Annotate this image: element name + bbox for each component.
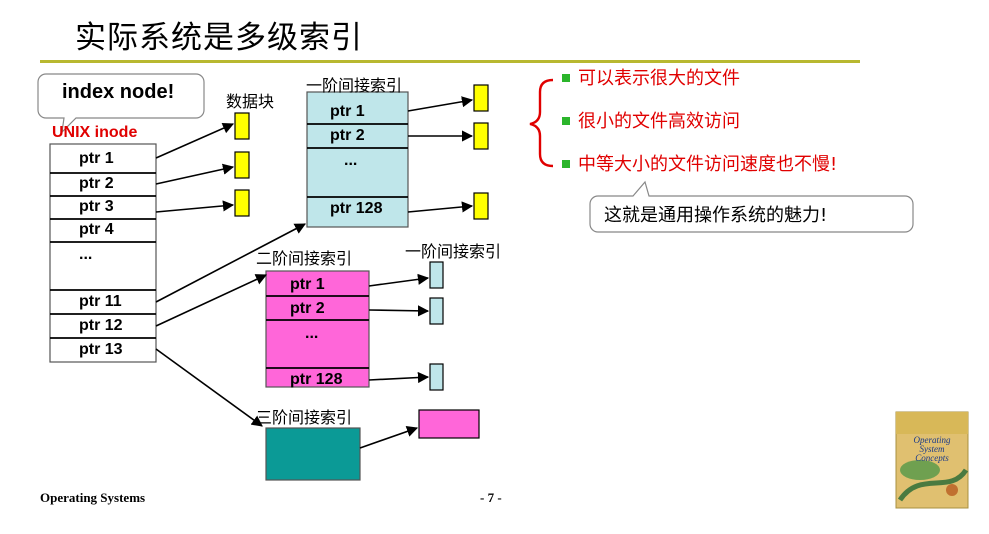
unix-inode-label: UNIX inode — [52, 124, 138, 141]
data-block — [234, 189, 250, 217]
arrow — [407, 201, 474, 213]
inode-ptr: ... — [79, 246, 93, 263]
arrow — [155, 163, 235, 185]
single-indirect-ptr: ... — [344, 152, 358, 169]
inode-ptr: ptr 12 — [79, 317, 123, 334]
single-indirect-box — [306, 91, 409, 228]
arrow — [155, 348, 263, 427]
page-number: - 7 - — [480, 490, 502, 505]
red-brace — [529, 78, 554, 168]
inode-ptr: ptr 2 — [79, 175, 114, 192]
data-block — [473, 84, 489, 112]
inode-ptr: ptr 13 — [79, 341, 123, 358]
arrow — [359, 426, 419, 449]
arrow — [155, 274, 268, 327]
page-title: 实际系统是多级索引 — [75, 20, 363, 56]
arrow — [368, 371, 430, 384]
bullet-item: 中等大小的文件访问速度也不慢! — [578, 154, 838, 175]
bullet-item: 可以表示很大的文件 — [578, 68, 740, 89]
single-indirect-ptr: ptr 2 — [330, 127, 365, 144]
inode-ptr: ptr 11 — [79, 293, 122, 310]
index-node-callout — [37, 73, 205, 134]
inode-ptr: ptr 1 — [79, 150, 114, 167]
single-indirect-ptr: ptr 128 — [330, 200, 383, 217]
data-block-label: 数据块 — [226, 92, 275, 111]
inode-ptr: ptr 4 — [79, 221, 114, 238]
index-block — [429, 363, 444, 391]
data-block — [234, 151, 250, 179]
double-indirect-ptr: ptr 128 — [290, 371, 343, 388]
bullet-icon — [562, 160, 570, 168]
data-block — [234, 112, 250, 140]
book-cover-image — [895, 411, 969, 509]
bullet-icon — [562, 74, 570, 82]
single-indirect-label: 一阶间接索引 — [306, 76, 403, 95]
triple-indirect-box — [265, 427, 361, 481]
pink-index-block — [418, 409, 480, 439]
footer-course: Operating Systems — [40, 490, 146, 505]
double-indirect-ptr: ptr 2 — [290, 300, 325, 317]
bullet-icon — [562, 117, 570, 125]
title-divider — [40, 60, 860, 63]
charm-callout — [589, 180, 914, 233]
charm-callout-text: 这就是通用操作系统的魅力! — [604, 205, 828, 226]
inode-ptr: ptr 3 — [79, 198, 114, 215]
data-block — [473, 122, 489, 150]
triple-indirect-label: 三阶间接索引 — [256, 408, 353, 427]
arrow — [155, 200, 235, 213]
arrow — [155, 122, 235, 159]
arrow — [368, 273, 430, 287]
index-block — [429, 261, 444, 289]
book-cover-title: Operating System Concepts — [913, 435, 951, 463]
index-block — [429, 297, 444, 325]
data-block — [473, 192, 489, 220]
arrow — [155, 223, 306, 303]
inode-box — [49, 143, 157, 363]
index-node-callout-text: index node! — [62, 81, 175, 103]
single-indirect-ptr: ptr 1 — [330, 103, 365, 120]
double-child-label: 一阶间接索引 — [405, 242, 502, 261]
arrow — [368, 305, 430, 317]
bullet-item: 很小的文件高效访问 — [578, 111, 740, 132]
double-indirect-ptr: ... — [305, 325, 319, 342]
double-indirect-ptr: ptr 1 — [290, 276, 325, 293]
arrow — [407, 96, 474, 112]
double-indirect-label: 二阶间接索引 — [256, 249, 353, 268]
